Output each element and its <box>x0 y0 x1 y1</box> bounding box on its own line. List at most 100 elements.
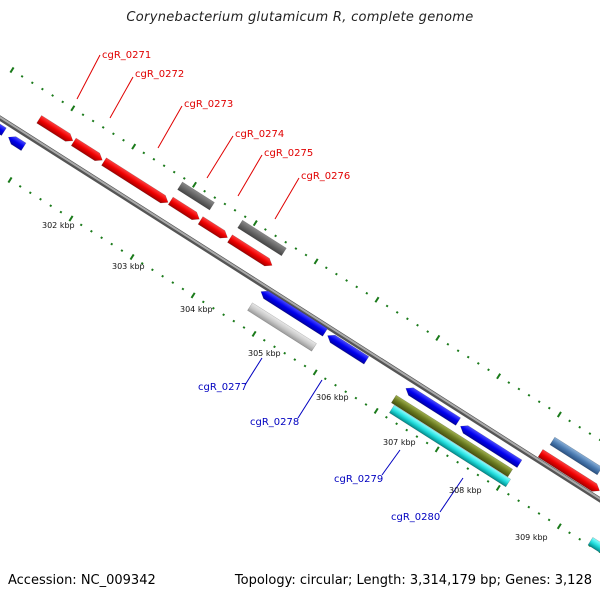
major-tick <box>434 446 440 453</box>
gene-cgr-0274[interactable] <box>167 196 202 223</box>
kbp-scale-labels: 302 kbp 303 kbp 304 kbp 305 kbp 306 kbp … <box>42 221 548 542</box>
minor-tick <box>59 210 63 214</box>
minor-tick <box>476 473 480 477</box>
gene-cgr-0280[interactable] <box>458 422 523 468</box>
minor-tick <box>151 268 154 272</box>
feature-track <box>0 115 600 555</box>
minor-tick <box>30 81 34 85</box>
gene-cgr-0275-shape <box>197 216 228 239</box>
gene-cgr-0277[interactable] <box>259 288 328 337</box>
callout-line <box>244 357 263 386</box>
minor-tick <box>345 279 348 282</box>
feature-steel[interactable] <box>549 436 600 476</box>
kbp-label: 302 kbp <box>42 221 75 230</box>
minor-tick <box>446 342 450 346</box>
gene-label-cgr-0280[interactable]: cgR_0280 <box>391 512 440 523</box>
outer-tick-track <box>9 66 600 442</box>
feature-cyan-edge[interactable] <box>587 537 600 555</box>
feature-gray-2[interactable] <box>237 219 287 257</box>
minor-tick <box>466 355 470 359</box>
minor-tick <box>476 362 480 365</box>
gene-label-cgr-0277[interactable]: cgR_0277 <box>198 382 247 393</box>
minor-tick <box>28 191 32 195</box>
callout-line <box>297 379 323 419</box>
minor-tick <box>456 460 459 464</box>
minor-tick <box>335 272 338 276</box>
minor-tick <box>547 406 551 410</box>
minor-tick <box>527 505 531 509</box>
gene-label-cgr-0275[interactable]: cgR_0275 <box>264 148 313 159</box>
minor-tick <box>415 435 419 438</box>
feature-cyan-shape <box>389 404 511 488</box>
minor-tick <box>466 467 470 470</box>
gene-cgr-0276-shape <box>227 234 273 267</box>
major-tick <box>496 373 502 380</box>
minor-tick <box>273 345 276 349</box>
gene-label-cgr-0274[interactable]: cgR_0274 <box>235 129 284 140</box>
minor-tick <box>385 304 389 308</box>
feature-cyan[interactable] <box>389 404 511 488</box>
major-tick <box>70 105 76 112</box>
feature-steel-shape <box>549 436 600 476</box>
callout-line <box>274 177 300 220</box>
minor-tick <box>51 94 54 97</box>
gene-cgr-0278[interactable] <box>325 332 370 365</box>
gene-cgr-0273[interactable] <box>101 157 171 206</box>
kbp-label: 304 kbp <box>180 305 213 314</box>
minor-tick <box>91 119 95 123</box>
accession-label: Accession: NC_009342 <box>8 573 156 588</box>
gene-next-forward[interactable] <box>537 449 600 494</box>
minor-tick <box>201 300 205 304</box>
minor-tick <box>171 281 175 284</box>
gene-cgr-0277-shape <box>260 290 328 337</box>
minor-tick <box>588 432 592 435</box>
minor-tick <box>41 87 44 91</box>
topology-summary: Topology: circular; Length: 3,314,179 bp… <box>234 573 592 588</box>
gene-cgr-0276[interactable] <box>227 234 274 269</box>
callout-line <box>381 449 401 476</box>
gene-prev-reverse-2-shape <box>8 136 27 151</box>
gene-cgr-0272[interactable] <box>70 137 105 164</box>
minor-tick <box>486 480 490 483</box>
minor-tick <box>222 313 225 317</box>
gene-cgr-0271[interactable] <box>36 115 76 144</box>
gene-label-cgr-0278[interactable]: cgR_0278 <box>250 417 299 428</box>
minor-tick <box>406 317 409 321</box>
minor-tick <box>152 157 156 161</box>
minor-tick <box>355 285 359 289</box>
gene-cgr-0275[interactable] <box>197 216 230 242</box>
gene-prev-reverse-2[interactable] <box>6 133 27 151</box>
gene-label-cgr-0273[interactable]: cgR_0273 <box>184 99 233 110</box>
gene-label-cgr-0279[interactable]: cgR_0279 <box>334 474 383 485</box>
major-tick <box>251 330 257 337</box>
minor-tick <box>283 351 287 355</box>
minor-tick <box>517 387 521 391</box>
minor-tick <box>233 208 237 212</box>
feature-gray-1[interactable] <box>177 181 215 211</box>
major-tick <box>192 181 197 188</box>
forward-gene-labels: cgR_0271 cgR_0272 cgR_0273 cgR_0274 cgR_… <box>76 50 350 220</box>
feature-olive[interactable] <box>391 394 513 478</box>
feature-light-gray[interactable] <box>247 302 317 352</box>
kbp-label: 309 kbp <box>515 533 548 542</box>
major-tick <box>312 369 318 376</box>
minor-tick <box>323 377 327 381</box>
minor-tick <box>294 247 298 250</box>
gene-label-cgr-0276[interactable]: cgR_0276 <box>301 171 350 182</box>
minor-tick <box>100 236 103 240</box>
reverse-gene-labels: cgR_0277 cgR_0278 cgR_0279 cgR_0280 <box>198 357 464 523</box>
minor-tick <box>344 390 348 394</box>
gene-prev-reverse[interactable] <box>0 120 7 136</box>
minor-tick <box>243 215 247 219</box>
minor-tick <box>49 204 53 208</box>
gene-cgr-0279[interactable] <box>403 385 461 426</box>
minor-tick <box>162 164 166 168</box>
minor-tick <box>20 75 24 78</box>
gene-label-cgr-0271[interactable]: cgR_0271 <box>102 50 151 61</box>
gene-label-cgr-0272[interactable]: cgR_0272 <box>135 69 184 80</box>
minor-tick <box>537 512 541 515</box>
feature-gray-2-shape <box>237 219 287 257</box>
major-tick <box>9 66 15 74</box>
gene-cgr-0274-shape <box>167 196 200 220</box>
